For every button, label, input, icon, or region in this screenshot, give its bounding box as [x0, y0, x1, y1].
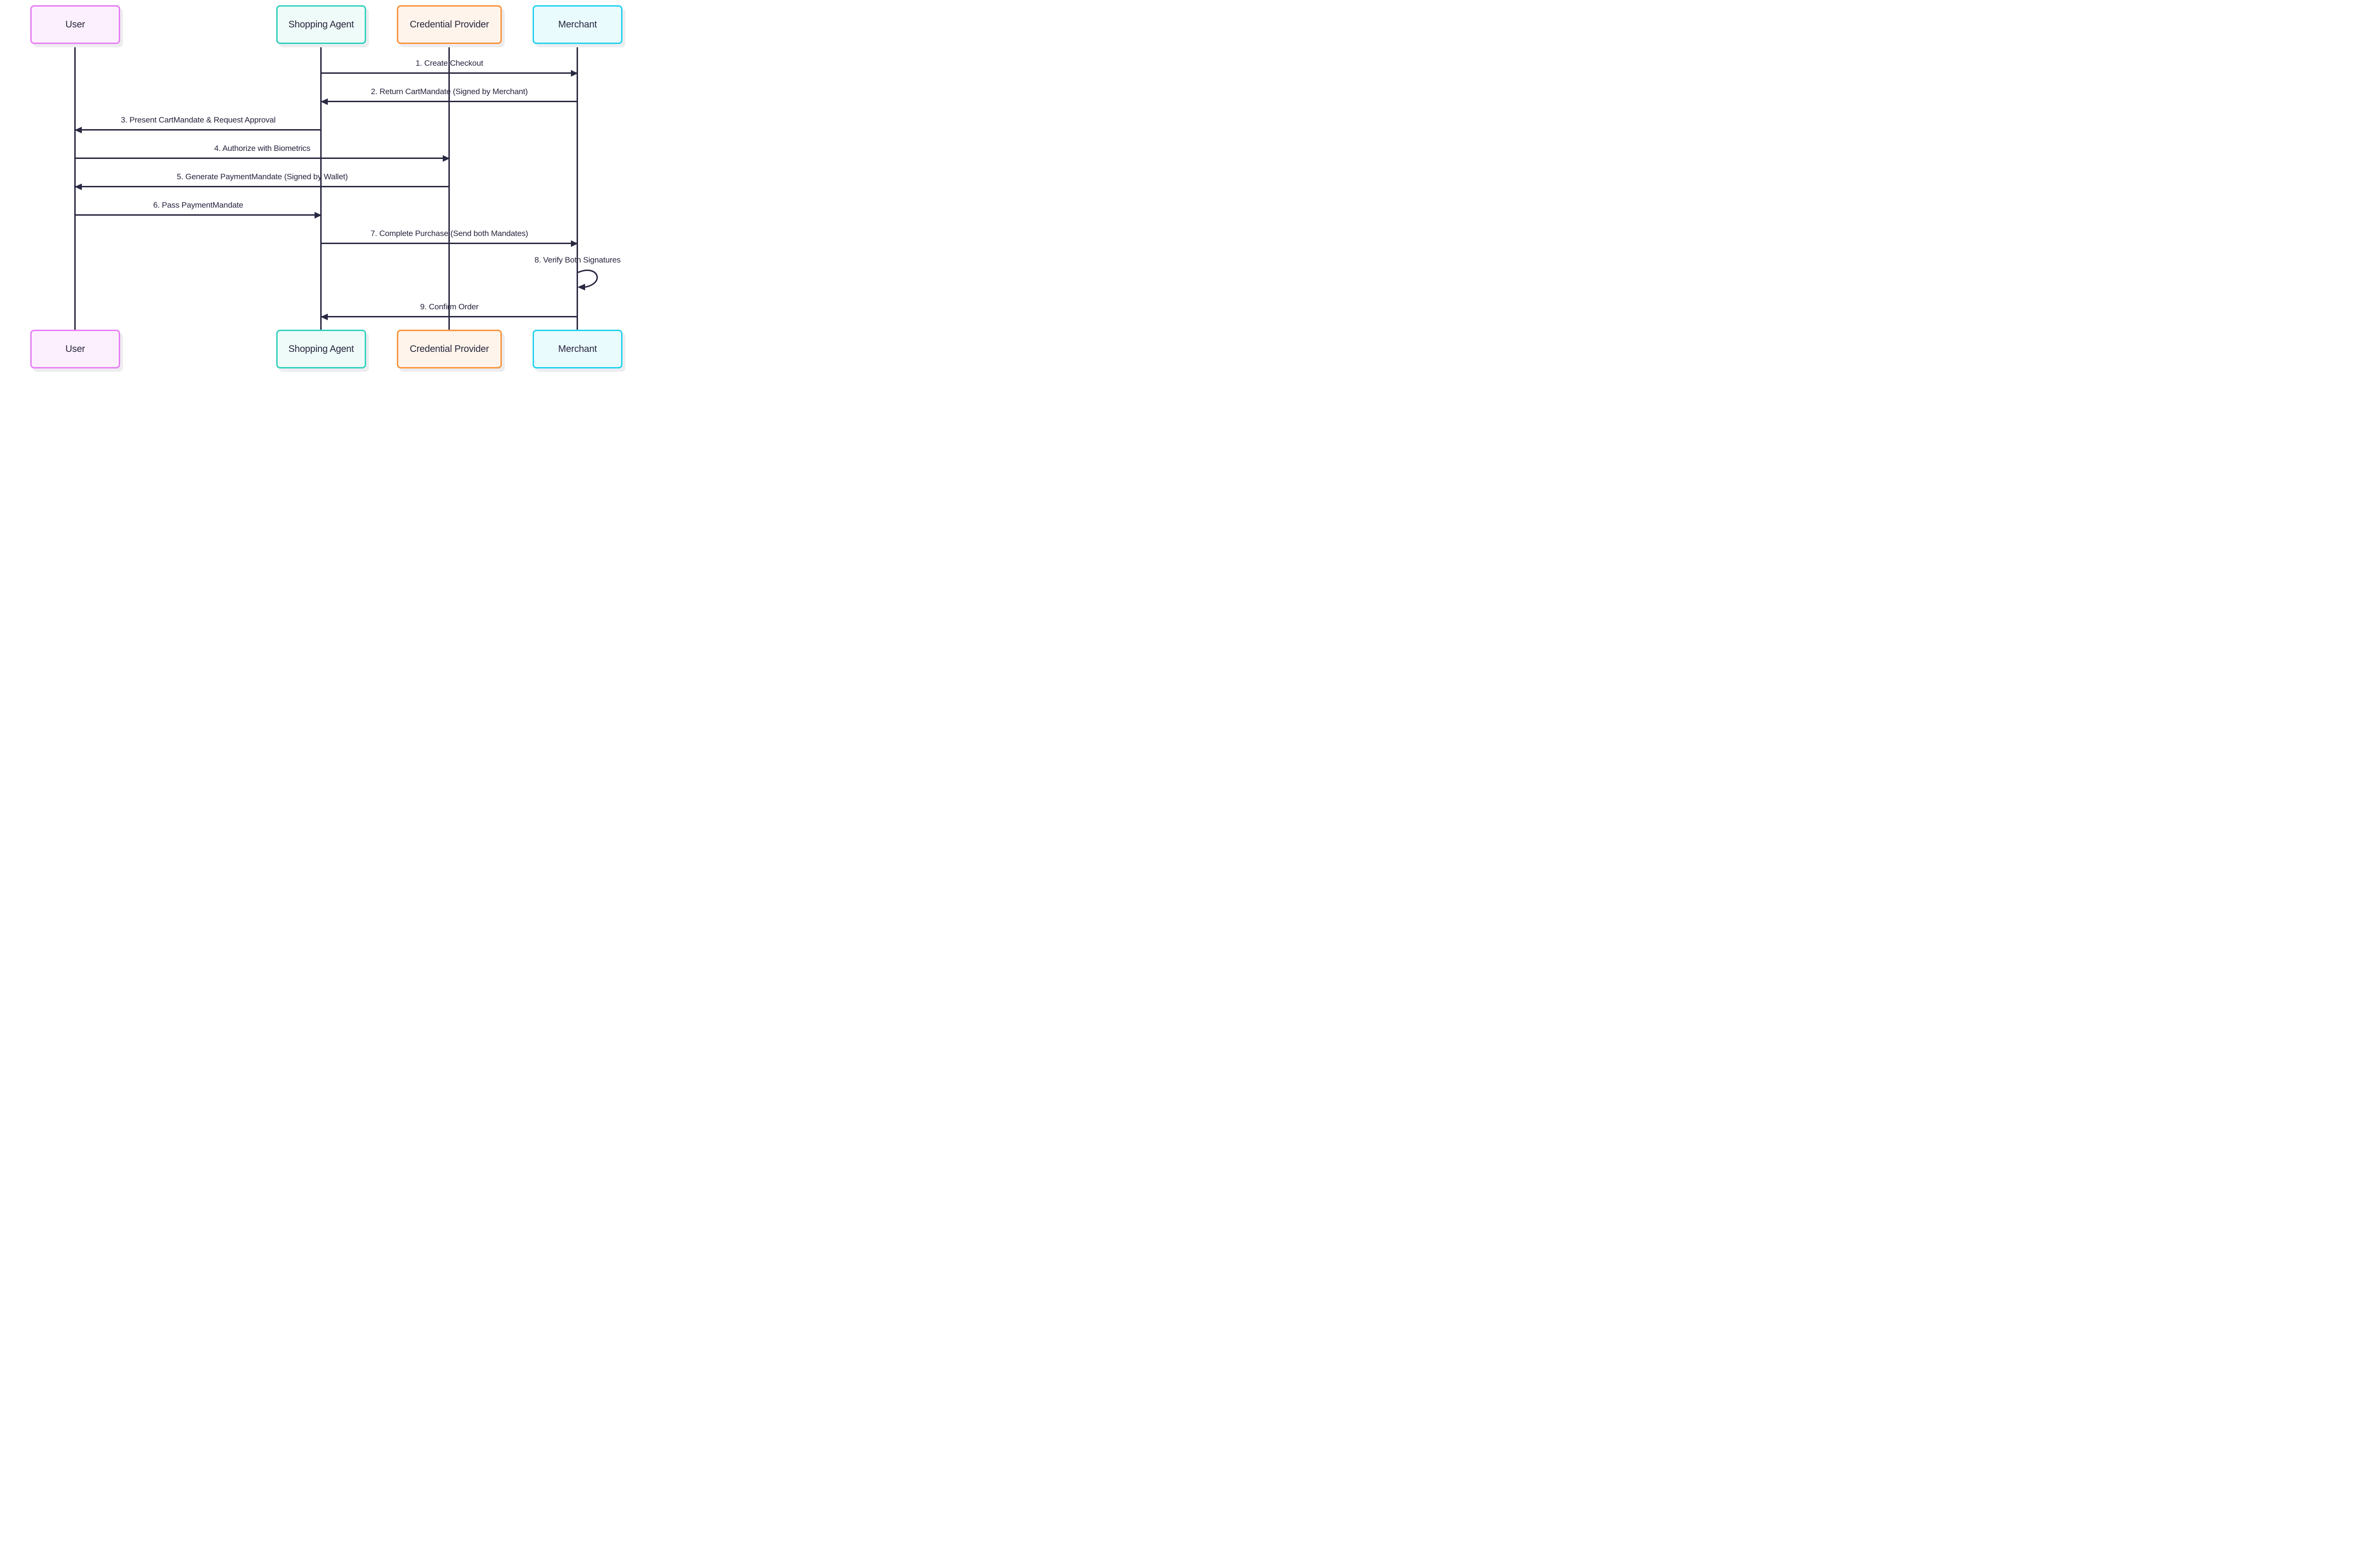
message-6-arrow [75, 211, 322, 219]
message-4-label: 4. Authorize with Biometrics [214, 144, 311, 153]
actor-label-credential-provider-bottom: Credential Provider [410, 343, 489, 354]
actor-label-merchant-top: Merchant [558, 19, 597, 30]
arrowhead-right-icon [443, 155, 450, 162]
actor-label-shopping-agent-top: Shopping Agent [288, 19, 354, 30]
actor-box-shopping-agent-bottom: Shopping Agent [276, 330, 366, 368]
message-1-label: 1. Create Checkout [415, 59, 483, 68]
actor-label-merchant-bottom: Merchant [558, 343, 597, 354]
message-8-label: 8. Verify Both Signatures [534, 255, 621, 264]
lifeline-merchant [577, 44, 578, 330]
message-4-arrow [75, 155, 450, 162]
message-2-arrow [321, 98, 578, 105]
actor-label-shopping-agent-bottom: Shopping Agent [288, 343, 354, 354]
message-5-label: 5. Generate PaymentMandate (Signed by Wa… [176, 172, 348, 181]
actor-box-merchant-bottom: Merchant [533, 330, 622, 368]
message-9-arrow [321, 313, 578, 320]
message-8-self-loop-arrow [578, 269, 598, 290]
arrowhead-left-icon [321, 313, 328, 320]
message-5-arrow [75, 183, 449, 190]
actor-box-user-bottom: User [30, 330, 120, 368]
message-3-label: 3. Present CartMandate & Request Approva… [121, 115, 276, 124]
message-9-label: 9. Confirm Order [420, 302, 479, 311]
actor-label-credential-provider-top: Credential Provider [410, 19, 489, 30]
arrowhead-left-icon [578, 284, 585, 290]
sequence-diagram: User Shopping Agent Credential Provider … [0, 0, 663, 392]
arrowhead-left-icon [75, 126, 82, 133]
actor-box-user-top: User [30, 5, 120, 44]
arrowhead-left-icon [321, 98, 328, 105]
actor-box-merchant-top: Merchant [533, 5, 622, 44]
actor-label-user-top: User [65, 19, 85, 30]
actor-label-user-bottom: User [65, 343, 85, 354]
message-6-label: 6. Pass PaymentMandate [153, 201, 244, 210]
message-3-arrow [75, 126, 321, 133]
message-1-arrow [321, 70, 578, 77]
actor-box-credential-provider-top: Credential Provider [397, 5, 502, 44]
message-2-label: 2. Return CartMandate (Signed by Merchan… [371, 87, 528, 96]
arrowhead-left-icon [75, 183, 82, 190]
actor-box-credential-provider-bottom: Credential Provider [397, 330, 502, 368]
arrowhead-right-icon [315, 211, 322, 219]
arrowhead-right-icon [571, 240, 578, 247]
arrowhead-right-icon [571, 70, 578, 77]
actor-box-shopping-agent-top: Shopping Agent [276, 5, 366, 44]
message-7-arrow [321, 240, 578, 247]
message-7-label: 7. Complete Purchase (Send both Mandates… [370, 229, 528, 238]
